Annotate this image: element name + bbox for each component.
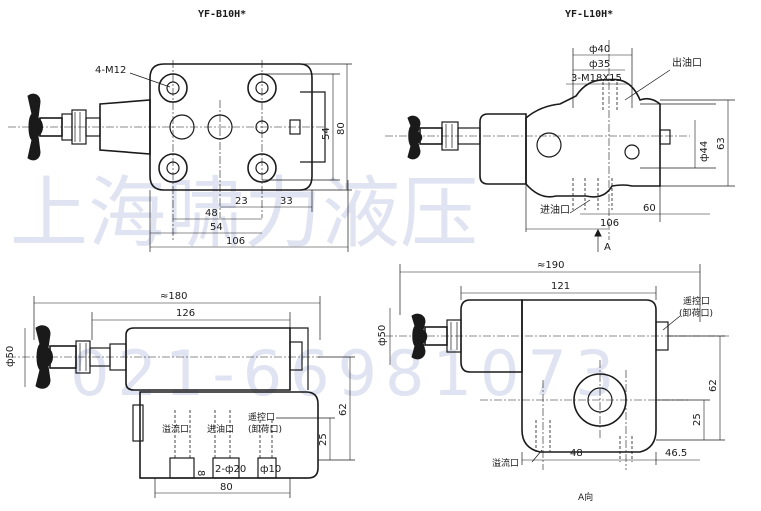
handwheel-icon (411, 313, 462, 360)
port-remote-circle (624, 144, 640, 160)
label-unload: (卸荷口) (248, 423, 282, 435)
svg-text:ф10: ф10 (260, 464, 281, 475)
svg-text:62: 62 (708, 379, 719, 392)
svg-text:80: 80 (220, 482, 233, 493)
svg-text:121: 121 (551, 281, 570, 292)
svg-text:ф40: ф40 (589, 44, 610, 55)
svg-text:8: 8 (195, 470, 206, 476)
svg-text:106: 106 (600, 218, 619, 229)
title-left: YF-B10H* (198, 9, 246, 20)
view-top-left: 4-M12 23 33 48 54 106 54 80 (8, 60, 352, 252)
svg-text:23: 23 (235, 196, 248, 207)
svg-text:25: 25 (692, 413, 703, 426)
label-overflow: 溢流口 (162, 423, 189, 435)
port-overflow (169, 114, 195, 140)
svg-text:≈180: ≈180 (160, 291, 187, 302)
svg-text:48: 48 (205, 208, 218, 219)
svg-text:2-ф20: 2-ф20 (215, 464, 246, 475)
label-inlet: 进油口 (540, 203, 570, 216)
label-outlet: 出油口 (672, 56, 702, 69)
label-inlet: 进油口 (207, 423, 234, 435)
dimensions-bottom-right: ≈190 121 ф50 62 25 48 46.5 (377, 260, 725, 465)
dimensions-top-left: 23 33 48 54 106 54 80 (149, 63, 352, 252)
svg-text:ф44: ф44 (699, 141, 710, 162)
svg-text:62: 62 (338, 403, 349, 416)
label-remote: 遥控口 (248, 411, 275, 423)
label-remote: 遥控口 (683, 295, 710, 307)
svg-text:ф50: ф50 (5, 346, 16, 367)
handwheel-icon (27, 93, 101, 161)
svg-text:63: 63 (716, 137, 727, 150)
dimensions-top-right: ф40 ф35 3-M18X15 出油口 进油口 60 106 A (525, 44, 735, 253)
svg-text:46.5: 46.5 (665, 448, 687, 459)
svg-text:25: 25 (318, 433, 329, 446)
label-overflow: 溢流口 (492, 457, 519, 469)
svg-text:60: 60 (643, 203, 656, 214)
port-outlet-circle (536, 132, 562, 158)
title-right: YF-L10H* (565, 9, 613, 20)
watermark: 上海啸力液压 021-66981073 (10, 169, 622, 410)
svg-text:126: 126 (176, 308, 195, 319)
view-arrow-label: A (604, 242, 611, 253)
dimensions-bottom-left: ≈180 126 ф50 62 25 8 2-ф20 ф10 80 (5, 291, 355, 498)
svg-text:3-M18X15: 3-M18X15 (571, 73, 622, 84)
watermark-company: 上海啸力液压 (10, 169, 478, 259)
view-top-right: ф40 ф35 3-M18X15 出油口 进油口 60 106 A (385, 40, 735, 253)
handwheel-icon (35, 325, 127, 389)
svg-text:80: 80 (336, 122, 347, 135)
svg-text:54: 54 (321, 127, 332, 140)
watermark-phone: 021-66981073 (70, 337, 622, 410)
view-title: A向 (578, 491, 593, 503)
svg-text:ф35: ф35 (589, 59, 610, 70)
svg-text:106: 106 (226, 236, 245, 247)
label-unload: (卸荷口) (679, 307, 713, 319)
svg-text:48: 48 (570, 448, 583, 459)
view-bottom-right: 遥控口 (卸荷口) 溢流口 A向 ≈190 121 ф50 62 25 (377, 260, 730, 503)
handwheel-icon (407, 115, 481, 160)
view-bottom-left: 溢流口 进油口 遥控口 (卸荷口) ≈180 126 ф50 62 25 (5, 291, 355, 498)
svg-text:ф50: ф50 (377, 325, 388, 346)
svg-text:33: 33 (280, 196, 293, 207)
svg-text:54: 54 (210, 222, 223, 233)
svg-text:≈190: ≈190 (537, 260, 564, 271)
callout-4-m12: 4-M12 (95, 65, 126, 76)
